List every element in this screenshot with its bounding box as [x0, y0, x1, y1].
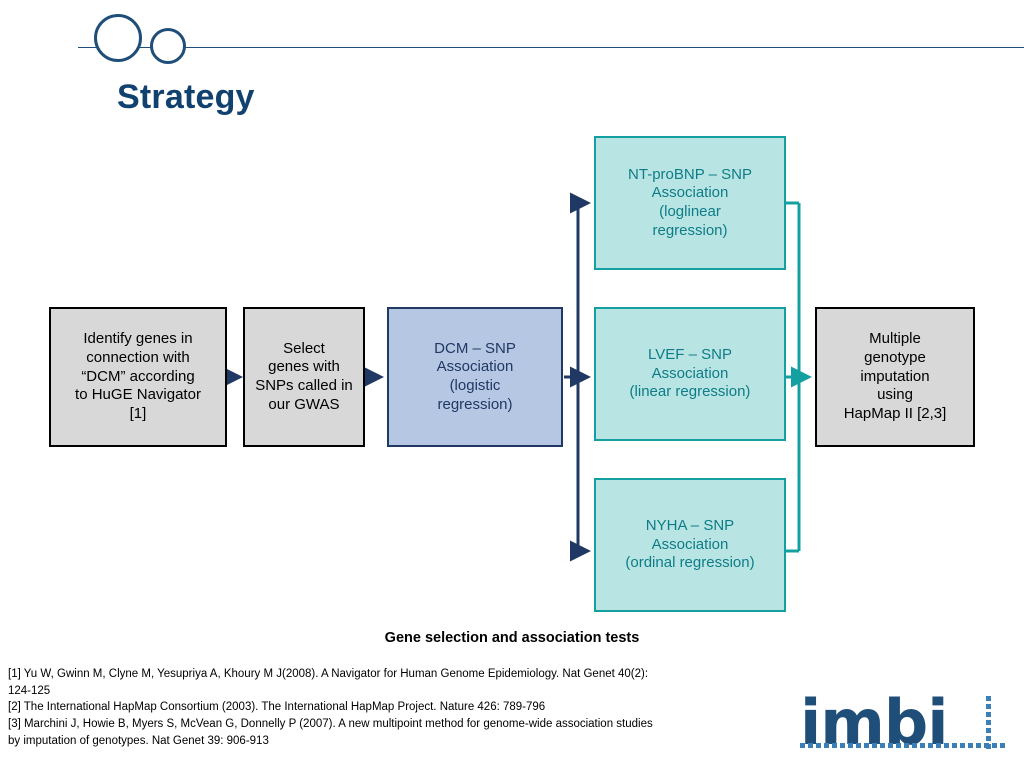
flow-box-multiple-genotype-imputation[interactable]: Multiple genotype imputation using HapMa…: [815, 307, 975, 447]
flow-box-dcm-snp-association[interactable]: DCM – SNP Association (logistic regressi…: [387, 307, 563, 447]
header-rule: [78, 47, 1024, 48]
page-title: Strategy: [117, 78, 255, 116]
flow-box-select-genes[interactable]: Select genes with SNPs called in our GWA…: [243, 307, 365, 447]
imbi-logo-dots-horizontal: [800, 743, 1010, 749]
diagram-caption: Gene selection and association tests: [384, 630, 640, 646]
flow-box-ntprobnp-snp-association[interactable]: NT-proBNP – SNP Association (loglinear r…: [594, 136, 786, 270]
decorative-circle-small-icon: [150, 28, 186, 64]
flow-box-lvef-snp-association[interactable]: LVEF – SNP Association (linear regressio…: [594, 307, 786, 441]
reference-item: [2] The International HapMap Consortium …: [8, 701, 546, 714]
reference-item: [1] Yu W, Gwinn M, Clyne M, Yesupriya A,…: [8, 668, 649, 697]
flow-box-nyha-snp-association[interactable]: NYHA – SNP Association (ordinal regressi…: [594, 478, 786, 612]
reference-item: [3] Marchini J, Howie B, Myers S, McVean…: [8, 718, 653, 747]
references-list: [1] Yu W, Gwinn M, Clyne M, Yesupriya A,…: [8, 666, 768, 749]
imbi-logo: imbi: [800, 686, 1010, 759]
decorative-circle-large-icon: [94, 14, 142, 62]
flow-box-identify-genes[interactable]: Identify genes in connection with “DCM” …: [49, 307, 227, 447]
